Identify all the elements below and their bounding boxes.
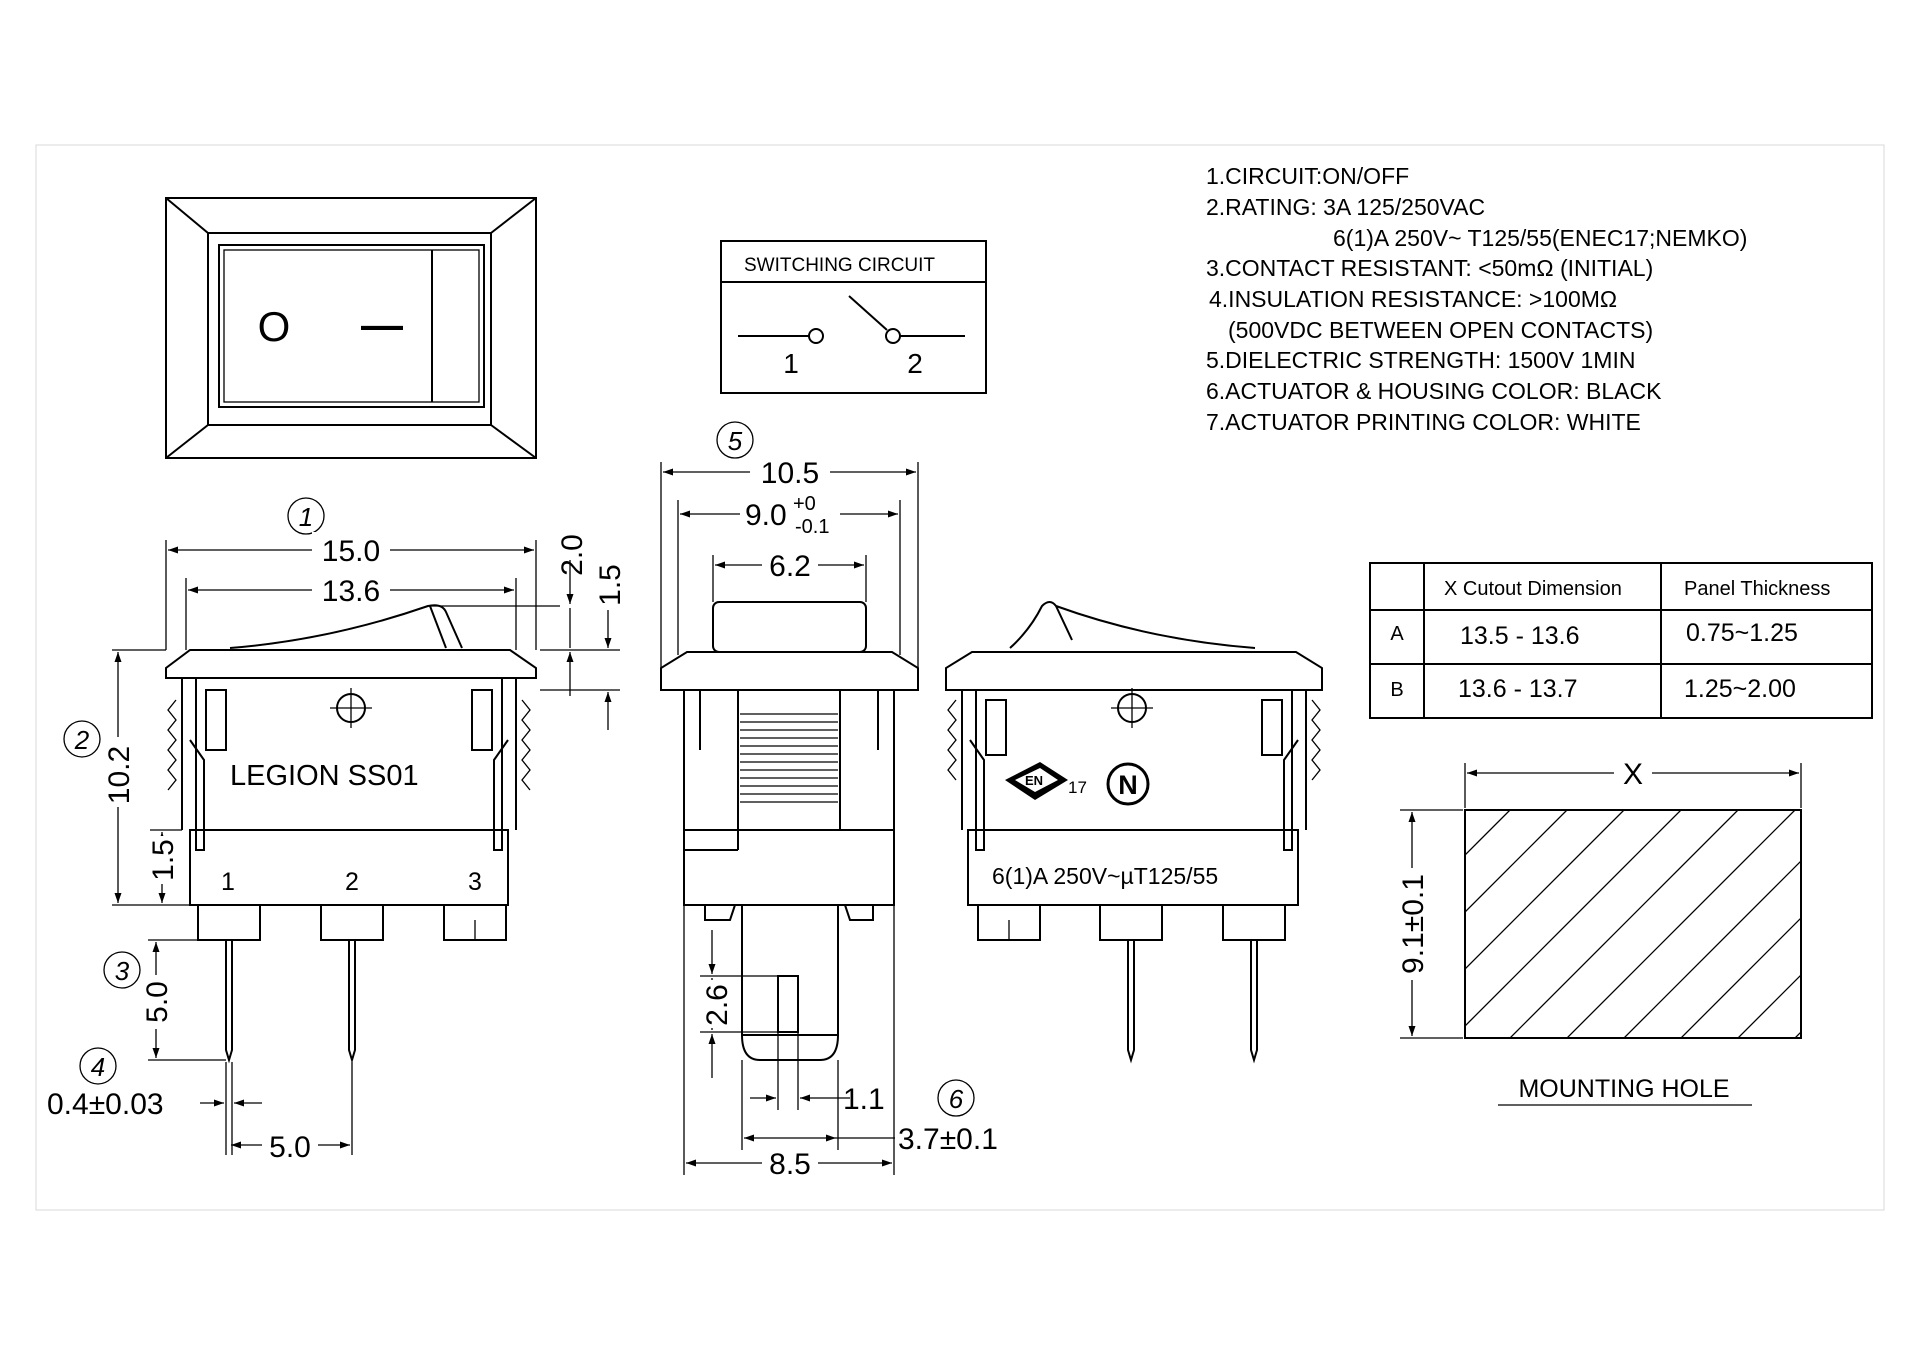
callout-3: 3 <box>115 956 130 986</box>
specifications: 1.CIRCUIT:ON/OFF 2.RATING: 3A 125/250VAC… <box>1206 163 1747 435</box>
pin-1-label: 1 <box>221 868 235 896</box>
terminal-1-label: 1 <box>783 348 799 379</box>
table-header-panel: Panel Thickness <box>1684 578 1830 600</box>
table-row-b-cutout: 13.6 - 13.7 <box>1458 675 1578 703</box>
spec-printing-color: 7.ACTUATOR PRINTING COLOR: WHITE <box>1206 409 1641 435</box>
dim-lower-height: 1.5 <box>147 839 180 881</box>
table-row-b-label: B <box>1390 679 1403 701</box>
callout-6: 6 <box>949 1084 964 1114</box>
switching-circuit-title: SWITCHING CIRCUIT <box>744 255 935 276</box>
off-symbol: — <box>361 301 403 348</box>
dim-width-inner: 13.6 <box>322 575 380 608</box>
dim-clip-width: 3.7±0.1 <box>898 1123 998 1156</box>
dim-slot-offset: 1.1 <box>843 1083 885 1116</box>
spec-circuit: 1.CIRCUIT:ON/OFF <box>1206 163 1409 189</box>
callout-4: 4 <box>91 1052 105 1082</box>
dim-end-width-total: 10.5 <box>761 457 819 490</box>
table-row-a-label: A <box>1390 623 1404 645</box>
side-view-dimensions: 1 15.0 13.6 2.0 1.5 10.2 2 <box>47 497 627 1164</box>
spec-insulation-note: (500VDC BETWEEN OPEN CONTACTS) <box>1228 317 1653 343</box>
back-view: EN 17 N 6(1)A 250V~µT125/55 <box>945 601 1323 1064</box>
callout-2: 2 <box>74 725 90 755</box>
table-row-a-cutout: 13.5 - 13.6 <box>1460 622 1580 650</box>
page-border <box>35 144 1885 1211</box>
side-view: LEGION SS01 1 2 3 <box>165 604 537 1064</box>
dim-slot-height: 2.6 <box>701 984 734 1026</box>
dim-pin-length: 5.0 <box>141 981 174 1023</box>
dim-body-height: 10.2 <box>103 746 136 804</box>
dim-body-width: 8.5 <box>769 1148 811 1181</box>
pin-2-label: 2 <box>345 868 359 896</box>
enec-mark: EN <box>1005 762 1068 800</box>
spec-dielectric-strength: 5.DIELECTRIC STRENGTH: 1500V 1MIN <box>1206 347 1635 373</box>
spec-insulation-resistance: 4.INSULATION RESISTANCE: >100MΩ <box>1209 286 1617 312</box>
table-header-cutout: X Cutout Dimension <box>1444 578 1622 600</box>
cutout-x-label: X <box>1623 758 1643 791</box>
dim-tol-lower: -0.1 <box>795 516 829 538</box>
enec-number: 17 <box>1068 778 1087 797</box>
dim-width-total: 15.0 <box>322 535 380 568</box>
spec-rating: 2.RATING: 3A 125/250VAC <box>1206 194 1485 220</box>
dim-pin-thickness: 0.4±0.03 <box>47 1088 164 1121</box>
end-view-dimensions: 5 10.5 9.0 +0 -0.1 6.2 2.6 1.1 <box>660 421 998 1182</box>
callout-1: 1 <box>299 502 313 532</box>
table-row-b-panel: 1.25~2.00 <box>1684 675 1796 703</box>
dim-rocker-height: 2.0 <box>556 534 589 576</box>
switching-circuit: SWITCHING CIRCUIT 1 2 <box>720 240 987 394</box>
callout-5: 5 <box>728 426 743 456</box>
dim-flange-height: 1.5 <box>594 564 627 606</box>
svg-text:EN: EN <box>1025 773 1043 788</box>
cutout-rectangle <box>1464 809 1802 1039</box>
spec-color: 6.ACTUATOR & HOUSING COLOR: BLACK <box>1206 378 1662 404</box>
pin-3-label: 3 <box>468 868 482 896</box>
dim-end-width-inner: 9.0 <box>745 499 787 532</box>
rating-label: 6(1)A 250V~µT125/55 <box>992 863 1218 889</box>
spec-rating-enec: 6(1)A 250V~ T125/55(ENEC17;NEMKO) <box>1333 225 1747 251</box>
dim-pin-pitch: 5.0 <box>269 1131 311 1164</box>
spec-contact-resistance: 3.CONTACT RESISTANT: <50mΩ (INITIAL) <box>1206 255 1653 281</box>
cutout-table: X Cutout Dimension Panel Thickness A 13.… <box>1369 562 1873 719</box>
cutout-height: 9.1±0.1 <box>1397 874 1430 974</box>
on-symbol: O <box>258 303 291 350</box>
mounting-hole: X 9.1±0.1 MOUNTING HOLE <box>1394 756 1802 1106</box>
front-view: O — <box>165 197 537 459</box>
actuator-face <box>218 244 485 408</box>
brand-label: LEGION SS01 <box>230 760 419 792</box>
mounting-hole-title: MOUNTING HOLE <box>1518 1075 1729 1103</box>
nemko-letter: N <box>1118 770 1138 800</box>
dim-tol-upper: +0 <box>793 493 816 515</box>
table-row-a-panel: 0.75~1.25 <box>1686 619 1798 647</box>
nemko-mark <box>1106 762 1150 806</box>
terminal-2-label: 2 <box>907 348 923 379</box>
dim-actuator-width: 6.2 <box>769 550 811 583</box>
